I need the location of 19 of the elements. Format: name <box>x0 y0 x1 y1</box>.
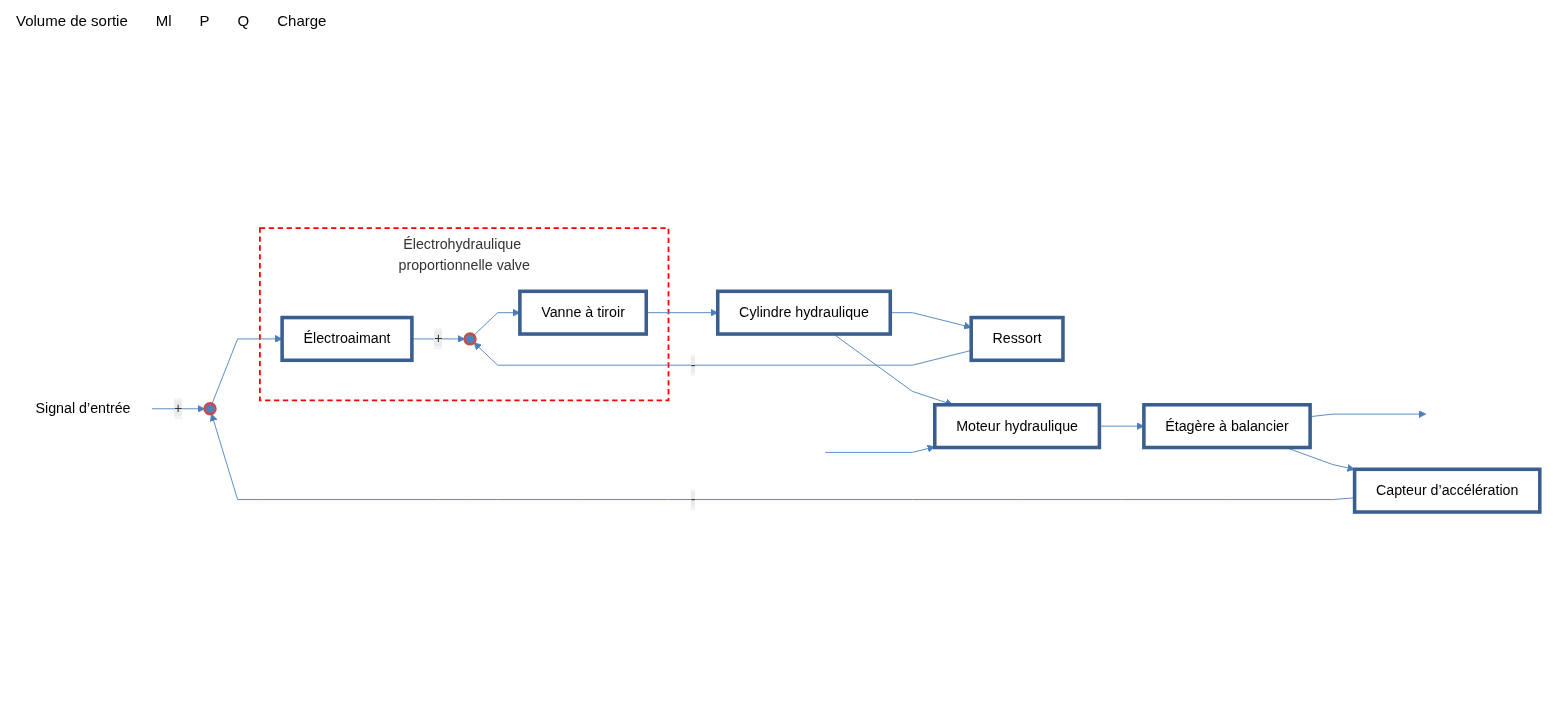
edge-label: + <box>173 400 182 416</box>
note-text: Ml <box>155 11 172 29</box>
node-box: Étagère à balancier <box>1141 402 1312 450</box>
node-box: Capteur d’accélération <box>1352 467 1542 514</box>
node-box: Moteur hydraulique <box>932 402 1101 450</box>
node-text: Signal d’entrée <box>35 400 131 416</box>
node-box: Électroaimant <box>279 315 414 362</box>
node-circle <box>202 402 217 416</box>
node-box: Vanne à tiroir <box>517 289 648 336</box>
edge-label: + <box>433 330 442 346</box>
node-box: Cylindre hydraulique <box>715 289 892 336</box>
note-text: Charge <box>277 11 327 29</box>
note-text: P <box>199 11 210 29</box>
note-text: Volume de sortie <box>16 11 128 29</box>
note-text: Q <box>237 11 250 29</box>
node-box: Ressort <box>968 315 1065 362</box>
node-circle <box>462 332 477 346</box>
edge-label: - <box>690 357 696 373</box>
edge-label: - <box>690 491 696 507</box>
